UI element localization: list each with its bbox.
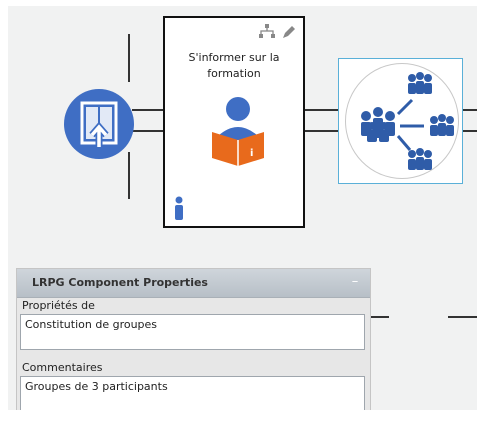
connector-line [448,316,477,318]
activity-title: S'informer sur la formation [188,51,280,80]
comments-label: Commentaires [22,361,103,374]
hierarchy-icon[interactable] [259,24,275,38]
collapse-button[interactable]: – [351,274,359,289]
group-split-icon [361,72,454,170]
connector-line [462,109,477,111]
person-icon [175,196,183,220]
svg-text:i: i [250,148,253,159]
connector-line [128,152,130,199]
entry-node[interactable] [64,89,134,159]
connector-line [462,130,477,132]
connector-line [132,109,164,111]
connector-line [364,316,389,318]
connector-line [304,130,340,132]
group-node[interactable] [338,58,463,184]
connector-line [132,130,164,132]
connector-line [304,109,340,111]
diagram-canvas[interactable]: S'informer sur la formation i [8,6,477,410]
group-node-circle [345,63,459,179]
panel-title: LRPG Component Properties [32,276,208,289]
properties-label: Propriétés de [22,299,95,312]
properties-field[interactable]: Constitution de groupes [20,314,365,350]
reading-person-icon: i [212,97,264,166]
pencil-icon[interactable] [281,24,297,40]
panel-header[interactable]: LRPG Component Properties – [17,269,370,298]
comments-field[interactable]: Groupes de 3 participants [20,376,365,410]
door-entry-icon [80,101,118,147]
activity-card[interactable]: S'informer sur la formation i [163,16,305,228]
connector-line [128,34,130,82]
properties-panel: LRPG Component Properties – Propriétés d… [16,268,371,410]
